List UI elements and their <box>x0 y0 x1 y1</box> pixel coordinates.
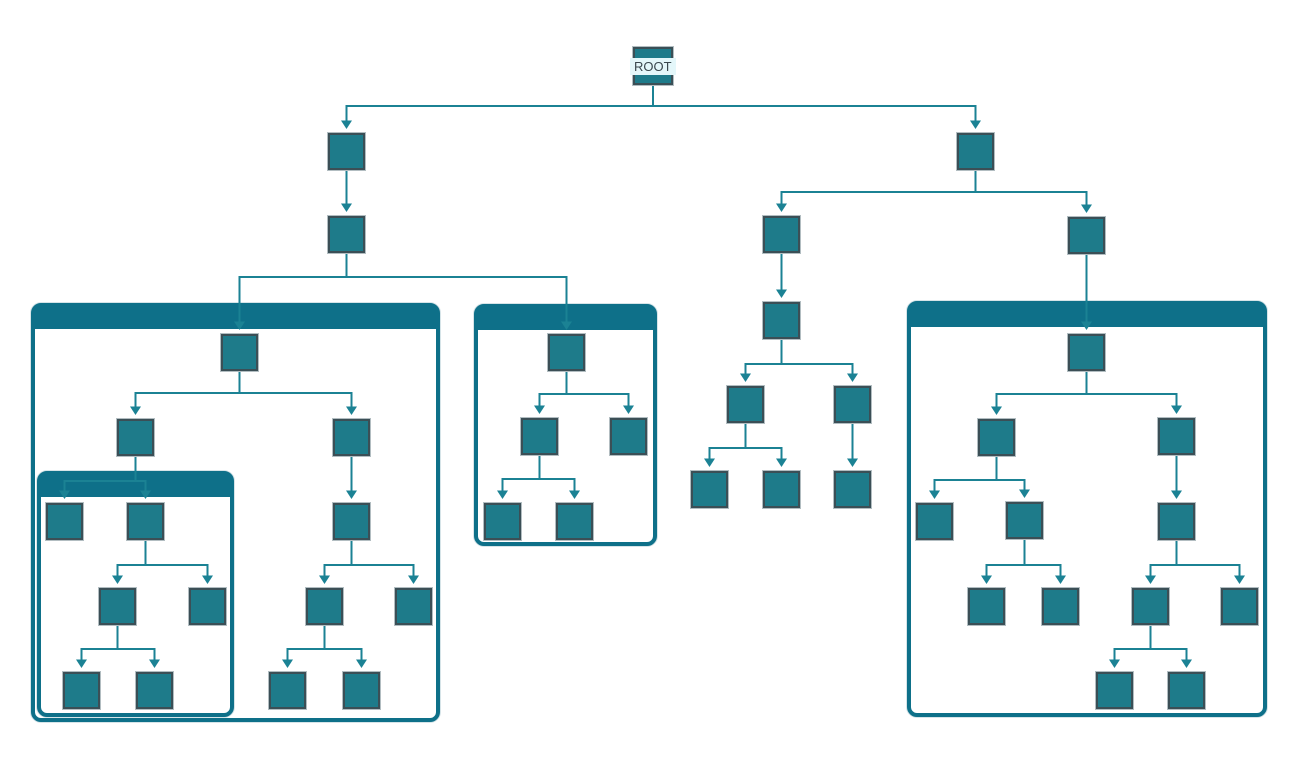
tree-node-n1[interactable] <box>46 503 83 540</box>
group-left-nested-header-bar <box>41 475 230 497</box>
tree-node-sa1[interactable] <box>691 471 728 508</box>
tree-node-rr1[interactable] <box>1158 503 1195 540</box>
arrowhead-icon <box>776 289 787 298</box>
arrowhead-icon <box>970 120 981 129</box>
tree-node-l1[interactable] <box>328 133 365 170</box>
tree-node-r2[interactable] <box>1068 217 1105 254</box>
tree-node-ma[interactable] <box>521 418 558 455</box>
tree-node-rl2b[interactable] <box>1042 588 1079 625</box>
tree-node-sa2[interactable] <box>763 471 800 508</box>
tree-node-rr[interactable] <box>1158 418 1195 455</box>
tree-node-r1[interactable] <box>957 133 994 170</box>
tree-node-rl2[interactable] <box>1006 502 1043 539</box>
tree-node-n2a2[interactable] <box>136 672 173 709</box>
arrowhead-icon <box>704 458 715 467</box>
tree-node-rra1[interactable] <box>1096 672 1133 709</box>
tree-node-s2[interactable] <box>763 302 800 339</box>
tree-node-n2[interactable] <box>127 503 164 540</box>
tree-node-rl2a[interactable] <box>968 588 1005 625</box>
group-left-header-bar <box>35 307 436 329</box>
tree-node-sb1[interactable] <box>834 471 871 508</box>
group-right-container <box>907 301 1267 717</box>
tree-node-trb[interactable] <box>395 588 432 625</box>
arrowhead-icon <box>740 373 751 382</box>
tree-node-t[interactable] <box>221 334 258 371</box>
tree-node-l2[interactable] <box>328 216 365 253</box>
tree-node-r3[interactable] <box>1068 334 1105 371</box>
group-middle-header-bar <box>478 308 653 330</box>
arrowhead-icon <box>341 203 352 212</box>
root-node-label: ROOT <box>630 58 676 75</box>
tree-node-m1[interactable] <box>548 334 585 371</box>
tree-node-rrb[interactable] <box>1221 588 1258 625</box>
tree-node-ma1[interactable] <box>484 503 521 540</box>
tree-node-sa[interactable] <box>727 386 764 423</box>
arrowhead-icon <box>847 458 858 467</box>
group-right-header-bar <box>911 305 1263 327</box>
arrowhead-icon <box>341 120 352 129</box>
arrowhead-icon <box>776 203 787 212</box>
tree-node-tr[interactable] <box>333 419 370 456</box>
tree-node-tra1[interactable] <box>269 672 306 709</box>
tree-node-mb[interactable] <box>610 418 647 455</box>
arrowhead-icon <box>1081 204 1092 213</box>
tree-node-rra2[interactable] <box>1168 672 1205 709</box>
tree-node-ma2[interactable] <box>556 503 593 540</box>
tree-node-n2a[interactable] <box>99 588 136 625</box>
arrowhead-icon <box>847 373 858 382</box>
tree-node-n2a1[interactable] <box>63 672 100 709</box>
tree-node-rl[interactable] <box>978 419 1015 456</box>
tree-node-sb[interactable] <box>834 386 871 423</box>
tree-node-s1[interactable] <box>763 216 800 253</box>
tree-node-rl1[interactable] <box>916 503 953 540</box>
tree-node-n2b[interactable] <box>189 588 226 625</box>
tree-node-tra2[interactable] <box>343 672 380 709</box>
tree-node-tl[interactable] <box>117 419 154 456</box>
arrowhead-icon <box>776 458 787 467</box>
tree-node-tra[interactable] <box>306 588 343 625</box>
tree-node-rra[interactable] <box>1132 588 1169 625</box>
tree-node-tr2[interactable] <box>333 503 370 540</box>
